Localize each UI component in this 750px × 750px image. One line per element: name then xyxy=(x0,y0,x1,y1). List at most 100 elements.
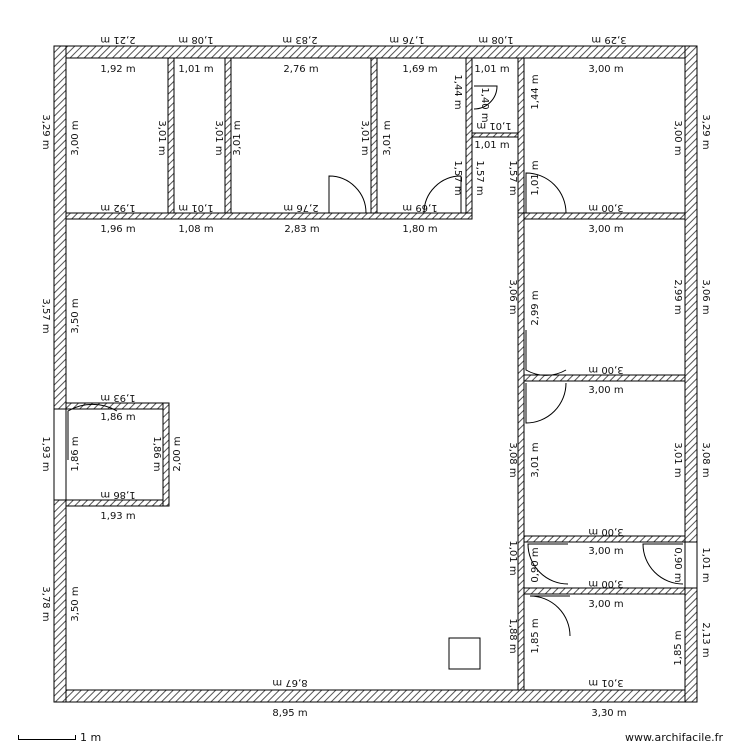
dimension-label: 3,78 m xyxy=(40,586,51,621)
dimension-label: 1,86 m xyxy=(100,489,135,500)
dimension-label: 1,40 m xyxy=(479,87,490,122)
dimension-label: 3,00 m xyxy=(588,224,623,235)
dimension-label: 3,01 m xyxy=(232,120,243,155)
dimension-label: 2,76 m xyxy=(283,64,318,75)
dimension-label: 2,83 m xyxy=(282,34,317,45)
dimension-label: 1,88 m xyxy=(507,618,518,653)
scale-label: 1 m xyxy=(80,731,102,744)
dimension-label: 3,00 m xyxy=(588,202,623,213)
dimension-label: 1,93 m xyxy=(40,436,51,471)
dimension-label: 3,29 m xyxy=(700,114,711,149)
door-arc-r5 xyxy=(529,595,571,637)
dimension-label: 1,08 m xyxy=(178,34,213,45)
dimension-label: 3,06 m xyxy=(700,279,711,314)
dimension-label: 1,01 m xyxy=(700,547,711,582)
dimension-label: 1,92 m xyxy=(100,202,135,213)
dimension-label: 1,85 m xyxy=(673,630,684,665)
partition-h-r3 xyxy=(523,535,686,543)
dimension-label: 3,57 m xyxy=(40,298,51,333)
watermark: www.archifacile.fr xyxy=(625,731,724,744)
dimension-label: 2,76 m xyxy=(283,202,318,213)
door-arc-r4-left xyxy=(527,543,569,585)
dimension-label: 1,01 m xyxy=(178,64,213,75)
dimension-label: 1,86 m xyxy=(151,436,162,471)
dimension-label: 1,01 m xyxy=(530,160,541,195)
dimension-label: 0,90 m xyxy=(530,547,541,582)
outer-wall-bottom xyxy=(53,689,698,703)
dimension-label: 3,01 m xyxy=(672,442,683,477)
right-column-wall xyxy=(517,212,525,691)
door-arc-cell xyxy=(473,85,498,110)
dimension-label: 3,00 m xyxy=(588,526,623,537)
dimension-label: 1,01 m xyxy=(507,540,518,575)
door-arc-r4-right xyxy=(642,543,684,585)
small-cell-bottom xyxy=(471,132,519,138)
partition-h-r4 xyxy=(523,587,686,595)
dimension-label: 1,57 m xyxy=(507,160,518,195)
dimension-label: 3,08 m xyxy=(700,442,711,477)
dimension-label: 1,93 m xyxy=(100,511,135,522)
dimension-label: 3,00 m xyxy=(70,120,81,155)
dimension-label: 3,00 m xyxy=(588,599,623,610)
dimension-label: 1,01 m xyxy=(178,202,213,213)
partition-v2 xyxy=(224,57,232,219)
dimension-label: 3,01 m xyxy=(530,442,541,477)
dimension-label: 1,92 m xyxy=(100,64,135,75)
dimension-label: 2,99 m xyxy=(672,279,683,314)
dimension-label: 2,00 m xyxy=(172,436,183,471)
dimension-label: 3,29 m xyxy=(40,114,51,149)
dimension-label: 1,69 m xyxy=(402,64,437,75)
partition-v1 xyxy=(167,57,175,219)
dimension-label: 1,76 m xyxy=(389,34,424,45)
dimension-label: 1,01 m xyxy=(474,64,509,75)
dimension-label: 3,01 m xyxy=(156,120,167,155)
door-arc-room4 xyxy=(423,175,462,214)
dimension-label: 3,29 m xyxy=(591,34,626,45)
partition-h-r2 xyxy=(523,374,686,382)
dimension-label: 2,83 m xyxy=(284,224,319,235)
dimension-label: 1,44 m xyxy=(530,74,541,109)
dimension-label: 2,13 m xyxy=(700,622,711,657)
dimension-label: 3,08 m xyxy=(507,442,518,477)
dimension-label: 8,67 m xyxy=(272,677,307,688)
dimension-label: 3,00 m xyxy=(588,385,623,396)
door-arc-r3 xyxy=(525,382,567,424)
dimension-label: 3,01 m xyxy=(588,677,623,688)
dimension-label: 3,00 m xyxy=(588,364,623,375)
dimension-label: 3,30 m xyxy=(591,708,626,719)
dimension-label: 1,93 m xyxy=(100,392,135,403)
dimension-label: 3,00 m xyxy=(588,578,623,589)
dimension-label: 1,69 m xyxy=(402,202,437,213)
dimension-label: 1,86 m xyxy=(70,436,81,471)
door-arc-r2 xyxy=(525,330,567,376)
dimension-label: 1,08 m xyxy=(478,34,513,45)
dimension-label: 3,01 m xyxy=(382,120,393,155)
dimension-label: 1,01 m xyxy=(476,120,511,131)
dimension-label: 3,00 m xyxy=(672,120,683,155)
closet-door-gap xyxy=(53,408,67,501)
door-arc-room3 xyxy=(328,175,367,214)
door-arc-closet xyxy=(67,404,118,460)
outer-wall-top xyxy=(53,45,698,59)
dimension-label: 8,95 m xyxy=(272,708,307,719)
dimension-label: 3,00 m xyxy=(588,64,623,75)
dimension-label: 3,50 m xyxy=(70,586,81,621)
partition-v3 xyxy=(370,57,378,219)
outer-wall-right xyxy=(684,45,698,703)
dimension-label: 2,99 m xyxy=(530,290,541,325)
dimension-label: 1,80 m xyxy=(402,224,437,235)
scale-bar xyxy=(18,735,76,740)
dimension-label: 1,86 m xyxy=(100,412,135,423)
closet-right xyxy=(162,402,170,507)
dimension-label: 1,85 m xyxy=(530,618,541,653)
dimension-label: 1,08 m xyxy=(178,224,213,235)
dimension-label: 1,57 m xyxy=(474,160,485,195)
partition-v4 xyxy=(465,57,473,219)
dimension-label: 3,50 m xyxy=(70,298,81,333)
outer-wall-left xyxy=(53,45,67,703)
dimension-label: 1,96 m xyxy=(100,224,135,235)
dimension-label: 1,57 m xyxy=(452,160,463,195)
dimension-label: 1,01 m xyxy=(474,140,509,151)
dimension-label: 3,00 m xyxy=(588,546,623,557)
